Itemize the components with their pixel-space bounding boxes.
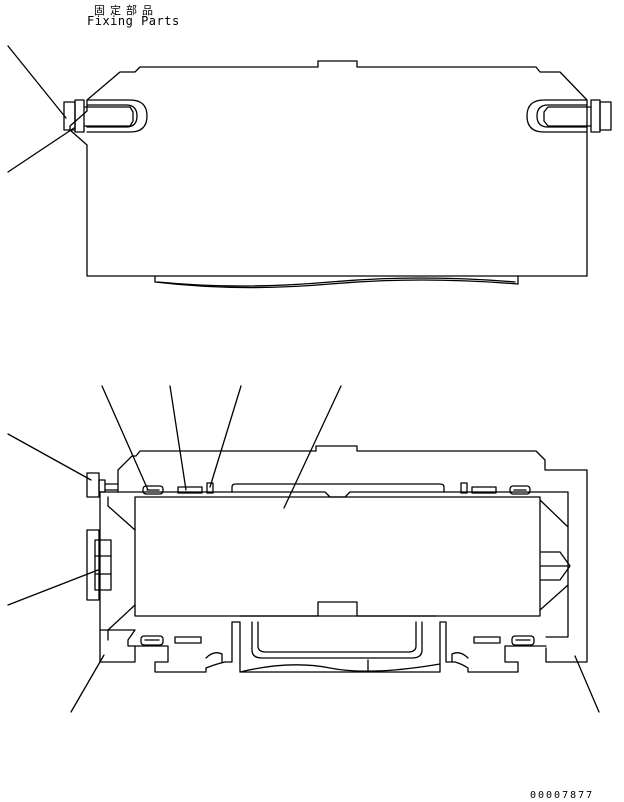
section-view-lower-seal-right xyxy=(452,653,468,662)
top-view-left-bolt-shank xyxy=(84,107,133,126)
section-view-hex-nut xyxy=(87,530,99,600)
top-view-bottom-break-inner xyxy=(158,278,515,286)
top-view-right-slot-outer xyxy=(527,100,587,132)
section-view-shaft xyxy=(135,497,540,616)
section-view-lower-cutout-inner xyxy=(258,622,416,652)
section-view-right-chamfer-bottom xyxy=(540,585,568,610)
section-view-snapring-left-top xyxy=(178,487,202,493)
section-view-leader-snapring xyxy=(170,386,186,490)
section-view-lower-break xyxy=(240,664,440,672)
section-view-leader-small-bolt xyxy=(8,434,91,480)
section-view-leader-pin xyxy=(210,386,241,487)
section-view-leader-hex-nut xyxy=(8,570,98,605)
section-view-upper-lip xyxy=(232,484,444,492)
section-view xyxy=(8,386,599,712)
section-view-grease-fitting xyxy=(541,552,570,580)
fixing-parts-japanese-label: 固定部品 xyxy=(94,4,158,17)
section-view-seal-left-bottom xyxy=(141,636,163,645)
section-view-left-chamfer-top xyxy=(108,497,135,530)
section-view-pin-right-top xyxy=(461,483,467,493)
top-view-right-washer xyxy=(591,100,600,132)
top-view-leader-bolt xyxy=(8,46,66,118)
section-view-seal-right-bottom xyxy=(512,636,534,645)
section-view-snapring-right-bottom xyxy=(474,637,500,643)
section-view-small-bolt-washer xyxy=(99,480,105,492)
section-view-leader-right-housing xyxy=(575,656,599,712)
top-view-leader-washer xyxy=(8,128,74,172)
section-view-snapring-right-top xyxy=(472,487,496,493)
section-view-lower-seal-left xyxy=(206,653,222,662)
section-view-leader-shaft xyxy=(284,386,341,508)
section-view-lower-boss xyxy=(240,602,436,616)
section-view-leader-seal-left xyxy=(102,386,148,490)
section-view-pin-left-top xyxy=(207,483,213,493)
top-view-right-slot-inner xyxy=(537,105,587,127)
section-view-seal-right-top xyxy=(510,486,530,494)
section-view-snapring-left-bottom xyxy=(175,637,201,643)
top-view-right-bolt-shank xyxy=(544,107,591,126)
top-view-right-bolt-head xyxy=(600,102,611,130)
drawing-number: 00007877 xyxy=(530,790,595,801)
section-view-hex-nut-body xyxy=(95,540,111,590)
section-view-seal-left-top xyxy=(143,486,163,494)
section-view-right-chamfer-top xyxy=(540,500,568,527)
fixing-parts-english-label: Fixing Parts xyxy=(87,14,180,28)
section-view-left-chamfer-bottom xyxy=(108,605,135,640)
section-view-upper-housing xyxy=(118,446,587,662)
section-view-small-bolt-head xyxy=(87,473,99,497)
top-view-left-slot-outer xyxy=(87,100,147,132)
top-view xyxy=(8,46,611,288)
top-view-left-slot-inner xyxy=(87,105,137,127)
section-view-left-flange xyxy=(100,492,135,662)
section-view-leader-left-flange xyxy=(71,655,104,712)
top-view-body-outline xyxy=(70,61,587,276)
section-view-lower-cutout xyxy=(252,622,422,658)
section-view-lower-housing xyxy=(135,622,546,672)
section-view-bore-top xyxy=(118,492,568,637)
top-view-bottom-break xyxy=(155,276,518,288)
section-view-small-bolt-detail xyxy=(105,484,118,490)
top-view-left-washer xyxy=(75,100,84,132)
